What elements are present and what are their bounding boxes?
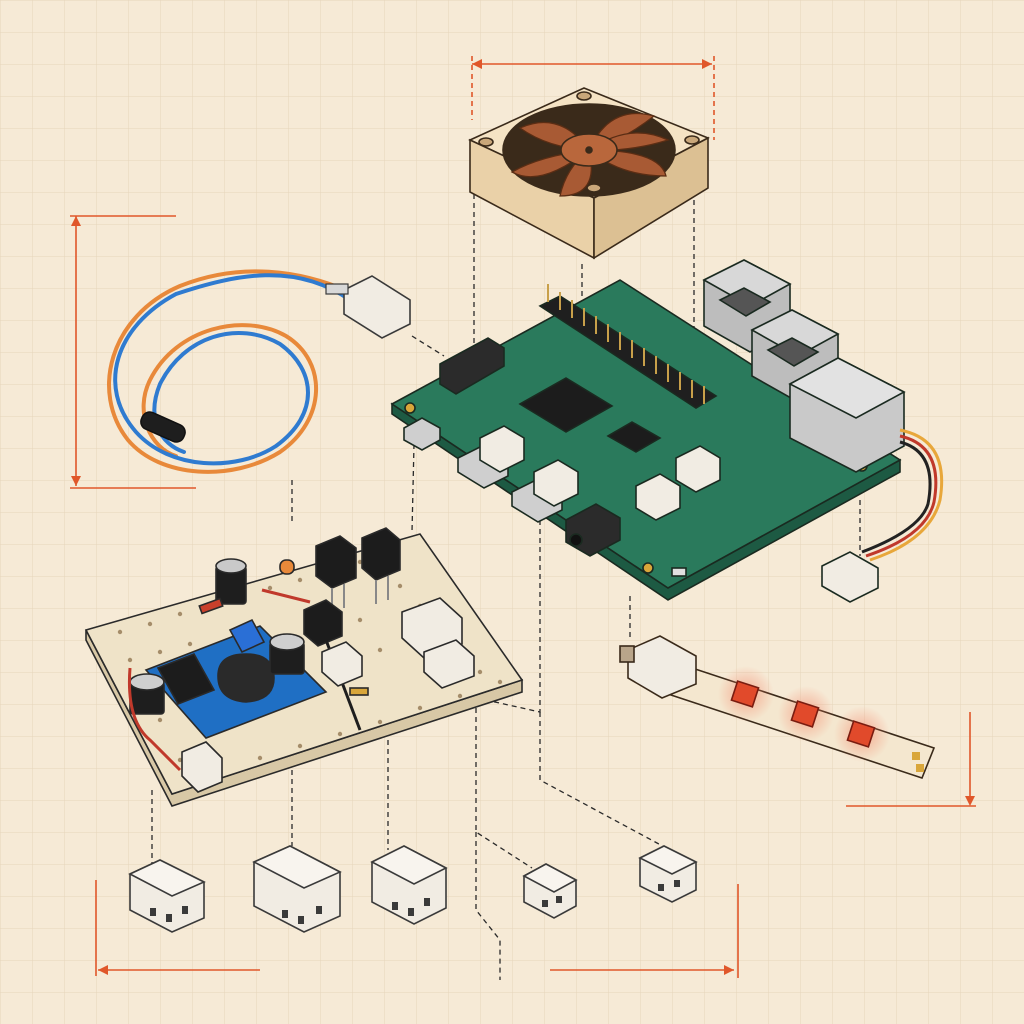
jst-connector-3pin-a bbox=[128, 859, 206, 933]
smd-component bbox=[671, 567, 687, 577]
board-connectors bbox=[479, 425, 721, 521]
cable-plug-pin bbox=[325, 283, 349, 295]
leds bbox=[730, 680, 876, 748]
transistor-1 bbox=[315, 535, 357, 612]
ribbon-connector bbox=[439, 337, 505, 395]
jst-connector-2pin-a bbox=[522, 863, 578, 919]
capacitor-left bbox=[129, 673, 165, 715]
jst-connector-3pin-b bbox=[252, 845, 342, 933]
dimension-connectors-right bbox=[550, 884, 739, 978]
perfboard-power-module bbox=[84, 527, 524, 807]
fan-wire-bundle bbox=[861, 428, 944, 562]
buck-module-inductor bbox=[217, 653, 275, 703]
cooling-fan bbox=[468, 87, 710, 260]
soc-chip bbox=[518, 377, 614, 433]
single-board-computer bbox=[390, 259, 944, 603]
audio-jack-hole bbox=[569, 533, 583, 547]
led-strip bbox=[619, 635, 936, 779]
capacitor-right bbox=[269, 633, 305, 675]
ethernet-port bbox=[788, 357, 906, 473]
twisted-pair-cable bbox=[107, 269, 411, 474]
ram-chip bbox=[606, 421, 662, 453]
dimension-fan-width bbox=[471, 56, 715, 140]
usb-c-port bbox=[403, 417, 441, 451]
jst-connector-set bbox=[128, 845, 698, 933]
cable-plug bbox=[343, 275, 411, 339]
jst-connector-2pin-b bbox=[638, 845, 698, 903]
led-glows bbox=[718, 666, 890, 762]
gpio-header bbox=[538, 284, 718, 409]
cable-wire-orange bbox=[107, 269, 352, 474]
resistor-tan bbox=[349, 687, 369, 696]
fan-hub-center bbox=[585, 146, 593, 154]
dimension-lines bbox=[70, 56, 976, 978]
resistor-red bbox=[198, 597, 224, 615]
buck-module-trimmer bbox=[228, 618, 266, 654]
gpio-pins bbox=[547, 284, 705, 404]
capacitor-large bbox=[215, 558, 247, 605]
dimension-cable-height bbox=[70, 215, 196, 489]
cable-wire-blue bbox=[113, 273, 352, 466]
fan-wire-plug bbox=[821, 551, 879, 603]
led-strip-pads bbox=[912, 752, 924, 772]
transistor-2 bbox=[361, 527, 401, 604]
led-strip-plug-tab bbox=[619, 645, 635, 663]
transistor-3 bbox=[303, 599, 343, 647]
led-strip-plug bbox=[627, 635, 697, 699]
fan-mount-holes bbox=[478, 91, 700, 193]
jst-connector-3pin-c bbox=[370, 845, 448, 925]
buck-module-chip bbox=[156, 653, 216, 705]
dimension-strip-height bbox=[846, 712, 976, 807]
resistor-orange bbox=[279, 559, 295, 575]
cable-ferrite-bead bbox=[140, 411, 186, 443]
perfboard-connectors bbox=[181, 597, 475, 793]
dimension-connectors-left bbox=[95, 880, 260, 976]
